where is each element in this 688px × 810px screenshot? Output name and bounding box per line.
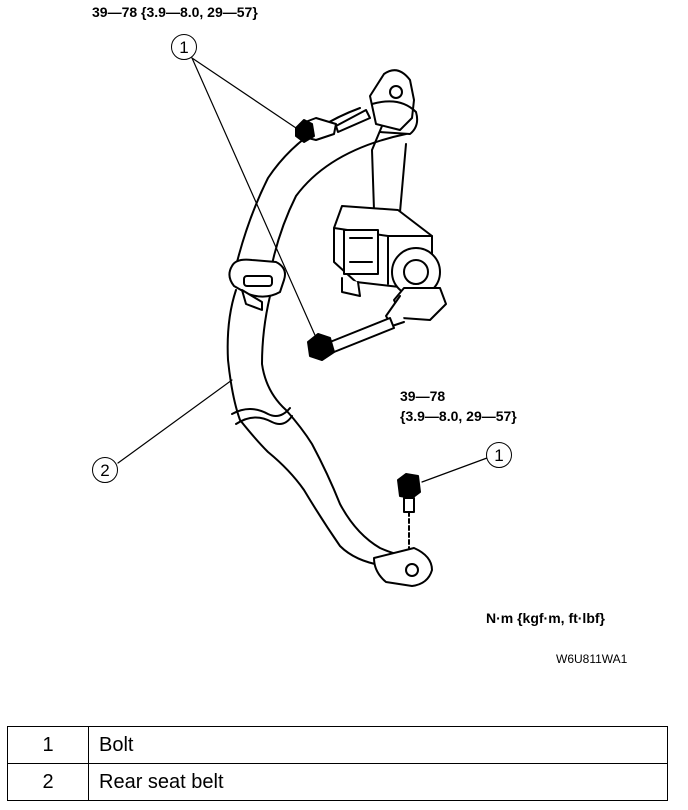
torque-spec-upper: 39—78 {3.9—8.0, 29—57} bbox=[92, 4, 258, 20]
callout-bolt-lower: 1 bbox=[486, 442, 512, 468]
callout-bolt-upper: 1 bbox=[171, 34, 197, 60]
parts-legend-table: 1 Bolt 2 Rear seat belt bbox=[7, 726, 668, 801]
legend-number: 1 bbox=[7, 726, 89, 764]
upper-anchor-bracket bbox=[369, 69, 419, 135]
torque-units: N·m {kgf·m, ft·lbf} bbox=[486, 610, 605, 626]
legend-number: 2 bbox=[7, 763, 89, 801]
lower-bolt bbox=[397, 473, 421, 549]
upper-bolt bbox=[295, 109, 371, 143]
retractor bbox=[333, 205, 447, 327]
legend-row: 1 Bolt bbox=[7, 726, 668, 764]
figure-code: W6U811WA1 bbox=[556, 652, 628, 666]
belt-guide bbox=[228, 258, 286, 311]
lower-belt-webbing bbox=[226, 289, 411, 567]
legend-part-name: Rear seat belt bbox=[88, 763, 668, 801]
leader-lines bbox=[117, 57, 488, 483]
lower-anchor-plate bbox=[373, 547, 433, 587]
torque-spec-lower-line1: 39—78 bbox=[400, 388, 446, 404]
torque-spec-lower-line2: {3.9—8.0, 29—57} bbox=[400, 408, 517, 424]
legend-part-name: Bolt bbox=[88, 726, 668, 764]
middle-bolt bbox=[307, 317, 395, 361]
callout-belt: 2 bbox=[92, 457, 118, 483]
legend-row: 2 Rear seat belt bbox=[7, 763, 668, 801]
seat-belt-diagram bbox=[117, 57, 488, 587]
